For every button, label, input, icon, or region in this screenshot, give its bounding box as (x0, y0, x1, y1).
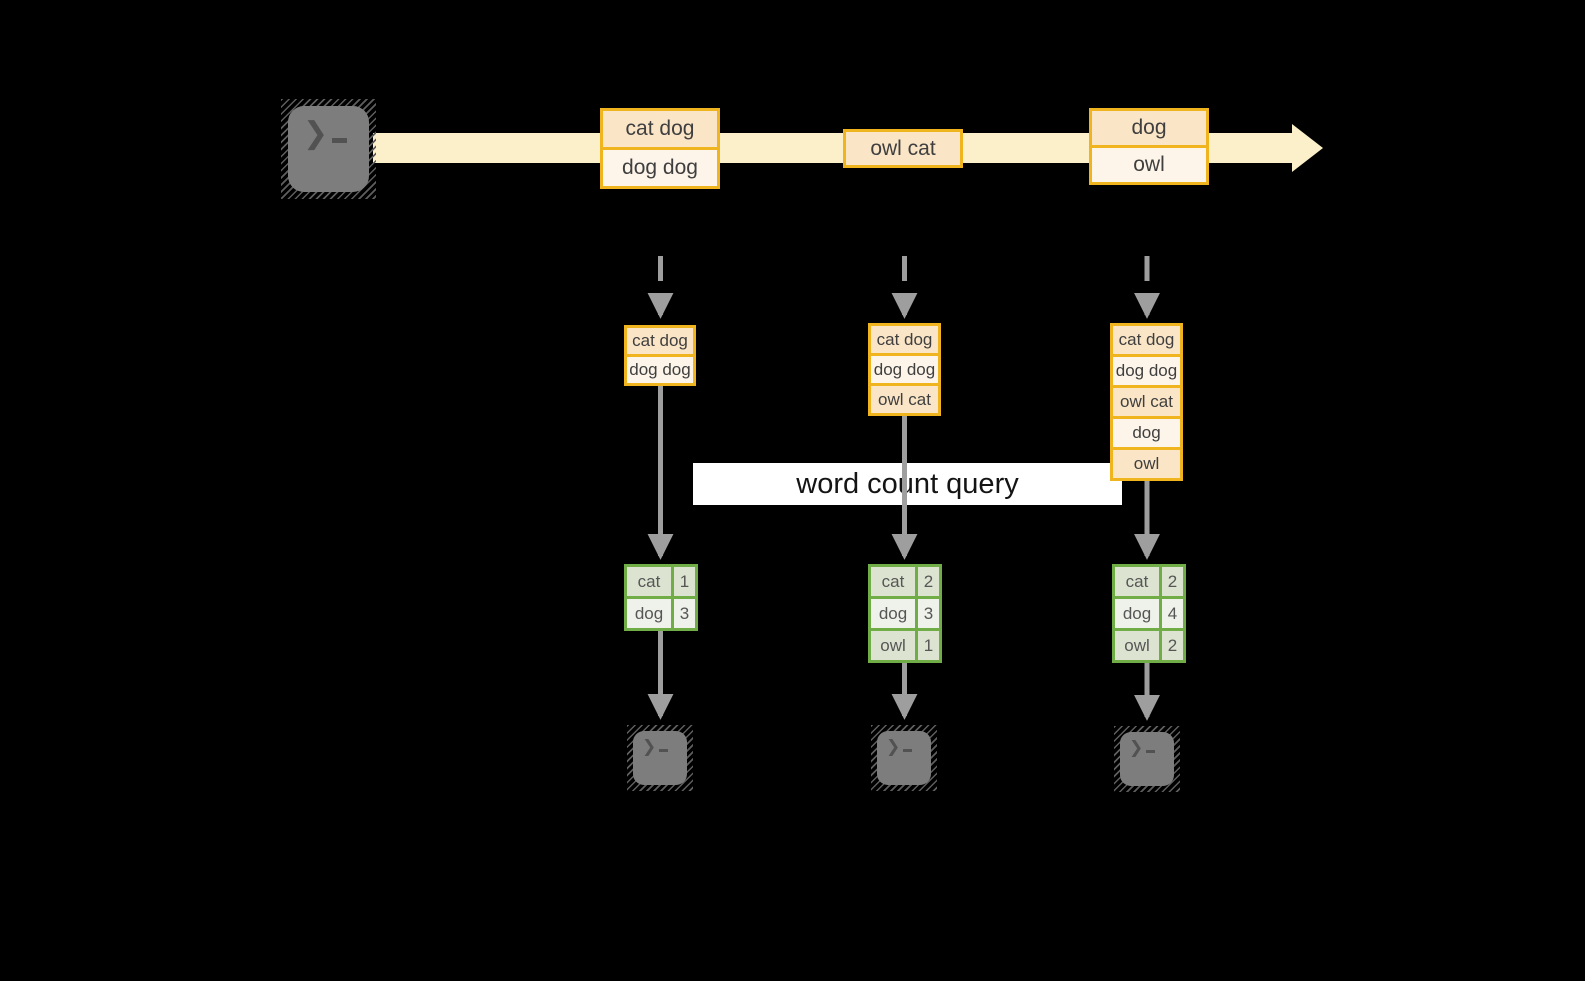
input-item: dog dog (1113, 354, 1180, 385)
prompt-underscore-icon (659, 749, 669, 752)
prompt-chevron-icon: ❯ (642, 737, 657, 756)
count-table-2: cat 2 dog 3 owl 1 (868, 564, 942, 663)
prompt-underscore-icon (903, 749, 913, 752)
count-cell: 2 (918, 567, 939, 596)
count-cell: 4 (1162, 599, 1183, 628)
stream-arrowhead-icon (1292, 124, 1323, 172)
terminal-screen: ❯ (288, 106, 369, 192)
input-item: dog dog (871, 353, 938, 383)
count-cell: 3 (918, 599, 939, 628)
stream-batch-3: dog owl (1089, 108, 1209, 185)
terminal-sink-2-icon: ❯ (871, 725, 937, 791)
count-table-3: cat 2 dog 4 owl 2 (1112, 564, 1186, 663)
terminal-sink-3-icon: ❯ (1114, 726, 1180, 792)
count-cell: 1 (674, 567, 695, 596)
terminal-screen: ❯ (877, 731, 931, 785)
prompt-chevron-icon: ❯ (886, 737, 901, 756)
input-item: owl (1113, 447, 1180, 478)
stream-item: owl cat (846, 132, 960, 165)
input-item: dog dog (627, 354, 693, 383)
terminal-source-icon: ❯ (281, 99, 376, 199)
word-cell: dog (1115, 599, 1159, 628)
word-cell: dog (871, 599, 915, 628)
terminal-sink-1-icon: ❯ (627, 725, 693, 791)
word-cell: cat (1115, 567, 1159, 596)
input-item: cat dog (871, 326, 938, 353)
stream-item: cat dog (603, 111, 717, 147)
stream-item: dog (1092, 111, 1206, 145)
prompt-underscore-icon (1146, 750, 1156, 753)
stream-item: owl (1092, 145, 1206, 182)
input-item: cat dog (1113, 326, 1180, 354)
input-stack-1: cat dog dog dog (624, 325, 696, 386)
word-cell: cat (627, 567, 671, 596)
count-table-1: cat 1 dog 3 (624, 564, 698, 631)
word-cell: owl (1115, 631, 1159, 660)
stream-batch-1: cat dog dog dog (600, 108, 720, 189)
stream-batch-2: owl cat (843, 129, 963, 168)
word-cell: dog (627, 599, 671, 628)
count-cell: 1 (918, 631, 939, 660)
query-label: word count query (693, 463, 1122, 505)
prompt-chevron-icon: ❯ (303, 117, 329, 150)
count-cell: 2 (1162, 631, 1183, 660)
terminal-screen: ❯ (633, 731, 687, 785)
input-item: dog (1113, 416, 1180, 447)
input-item: owl cat (871, 383, 938, 413)
stream-item: dog dog (603, 147, 717, 186)
prompt-underscore-icon (332, 138, 348, 143)
input-item: cat dog (627, 328, 693, 354)
count-cell: 2 (1162, 567, 1183, 596)
input-item: owl cat (1113, 385, 1180, 416)
input-stack-3: cat dog dog dog owl cat dog owl (1110, 323, 1183, 481)
word-cell: owl (871, 631, 915, 660)
prompt-chevron-icon: ❯ (1129, 738, 1144, 757)
terminal-screen: ❯ (1120, 732, 1174, 786)
word-cell: cat (871, 567, 915, 596)
input-stack-2: cat dog dog dog owl cat (868, 323, 941, 416)
count-cell: 3 (674, 599, 695, 628)
